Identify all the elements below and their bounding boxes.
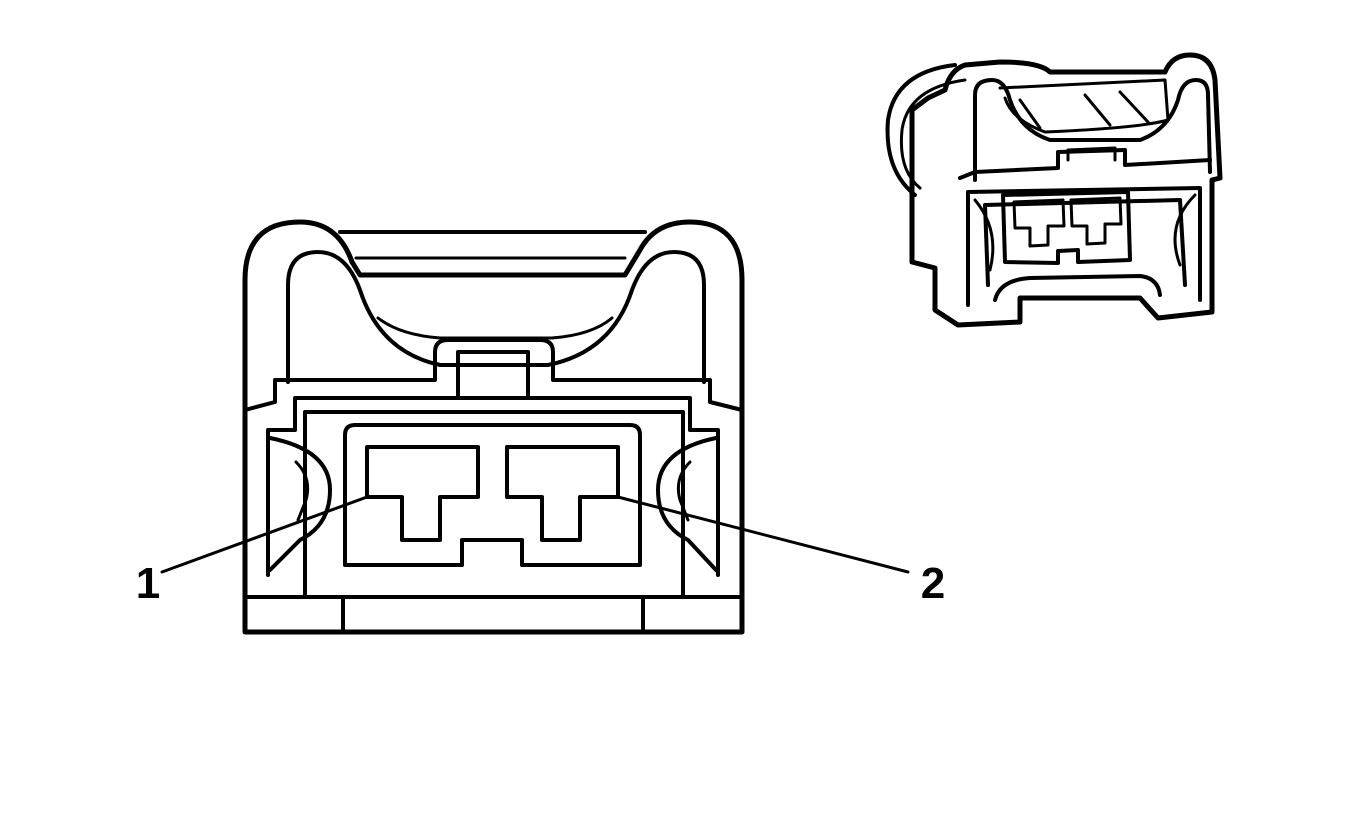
- iso-latch-arch: [973, 78, 1212, 182]
- iso-shoulder: [958, 148, 1212, 180]
- callout-2: 2: [616, 495, 945, 608]
- iso-latch-hatch-1: [1018, 98, 1042, 130]
- right-lock-clip-inner: [676, 460, 692, 522]
- connector-outer-shell: [242, 219, 745, 635]
- iso-cavity-housing: [1001, 190, 1132, 265]
- terminal-cavity-housing: [343, 423, 642, 567]
- mating-face-frame: [266, 396, 720, 577]
- keying-tab: [456, 350, 530, 400]
- inner-face-panel: [303, 410, 685, 599]
- terminal-cavity-1: [365, 445, 480, 542]
- iso-terminal-cavity-1: [1012, 198, 1066, 248]
- right-lock-clip: [656, 436, 718, 572]
- iso-latch-slot: [998, 78, 1170, 134]
- callout-1-leader: [160, 495, 369, 574]
- body-shoulder-line: [243, 338, 744, 412]
- left-lock-clip-inner: [294, 460, 310, 522]
- iso-bottom-opening: [993, 274, 1162, 302]
- iso-body-outline: [909, 52, 1223, 328]
- iso-inner-frame: [983, 198, 1187, 287]
- iso-latch-hatch-2: [1083, 93, 1112, 127]
- rear-seal-ring-inner: [899, 78, 967, 190]
- locking-latch-arch: [286, 250, 706, 384]
- iso-mating-frame: [966, 186, 1202, 307]
- callout-2-leader: [616, 495, 910, 574]
- left-lock-clip: [268, 436, 332, 572]
- latch-inner-curve: [376, 316, 614, 340]
- rear-seal-ring: [885, 63, 957, 197]
- terminal-cavity-2: [505, 445, 620, 542]
- callout-2-label: 2: [921, 559, 945, 608]
- iso-terminal-cavity-2: [1069, 196, 1123, 246]
- iso-latch-hatch-3: [1118, 90, 1150, 124]
- iso-left-clip: [973, 198, 995, 272]
- callout-1-label: 1: [136, 559, 160, 608]
- callout-1: 1: [136, 495, 369, 608]
- connector-isometric-view: [885, 52, 1223, 328]
- iso-keying-tab: [1066, 146, 1117, 162]
- connector-face-view: [242, 219, 745, 635]
- iso-right-clip: [1173, 193, 1197, 267]
